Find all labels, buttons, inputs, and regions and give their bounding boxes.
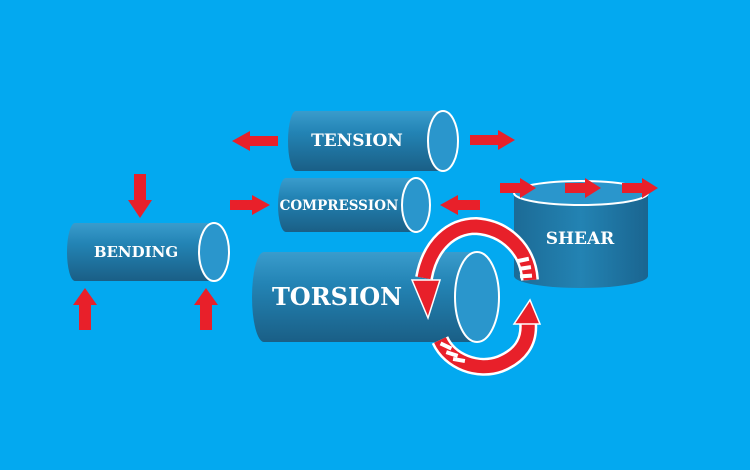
bending-cylinder: BENDING	[67, 222, 230, 282]
torsion-arrow-lower-tail	[439, 341, 466, 364]
torsion-arrow-upper	[410, 216, 539, 321]
bending-arrow-up-left	[73, 288, 97, 330]
tension-arrow-left	[232, 131, 278, 151]
tension-arrow-right	[470, 130, 515, 150]
tension-label: TENSION	[311, 131, 403, 151]
bending-arrow-down	[128, 174, 152, 218]
bending-label: BENDING	[94, 243, 178, 261]
torsion-arrow-upper-tail	[516, 256, 533, 279]
bending-arrow-up-right	[194, 288, 218, 330]
torsion-cylinder: TORSION	[252, 251, 500, 343]
torsion-arrow-lower	[431, 298, 542, 376]
shear-block: SHEAR	[513, 180, 649, 288]
shear-label: SHEAR	[546, 229, 615, 249]
shear-arrows	[500, 178, 658, 198]
compression-arrow-left	[230, 195, 270, 215]
tension-cylinder: TENSION	[288, 110, 459, 172]
compression-label: COMPRESSION	[280, 198, 399, 214]
torsion-label: TORSION	[272, 282, 402, 311]
compression-arrow-right	[440, 195, 480, 215]
compression-cylinder: COMPRESSION	[278, 177, 431, 233]
